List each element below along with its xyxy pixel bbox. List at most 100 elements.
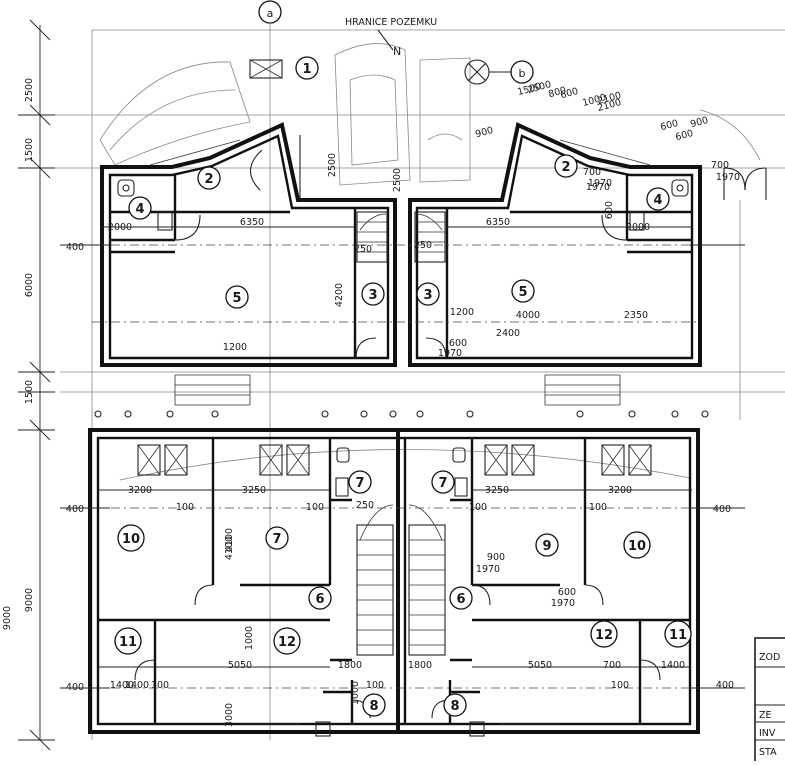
room-number-8: 3 [416, 282, 440, 306]
room-number-circle [114, 627, 142, 655]
dimension-label-middle-6: 250 [414, 240, 432, 251]
dimension-label-top-15: 1970 [586, 182, 610, 193]
dimension-label-left-3: 1500 [24, 380, 35, 404]
dimension-label-top-4: 800 [547, 85, 567, 100]
dimension-label-left-6: 3000 [224, 703, 235, 727]
stair-upper-right [414, 211, 446, 263]
room-number-16: 6 [449, 586, 473, 610]
room-number-4: 4 [646, 187, 670, 211]
column-row [94, 410, 709, 418]
dimension-label-lower-16: 5050 [228, 660, 252, 671]
plot-boundary-label: HRANICE POZEMKU [345, 17, 437, 28]
room-number-circle [443, 693, 467, 717]
room-number-label: 7 [272, 532, 281, 547]
room-number-13: 9 [535, 533, 559, 557]
dimension-label-middle-7: 1200 [450, 307, 474, 318]
room-number-circle [554, 154, 578, 178]
dimension-label-lower-25: 400 [713, 504, 731, 515]
dimension-label-lower-22: 1400 [661, 660, 685, 671]
dimension-label-lower-10: 900 [487, 552, 505, 563]
grid-marker-b-label: b [519, 67, 526, 80]
room-number-circle [362, 693, 386, 717]
room-number-1: 2 [197, 166, 221, 190]
room-number-label: 6 [315, 592, 324, 607]
dimension-label-lower-13: 1970 [551, 598, 575, 609]
room-number-7: 3 [361, 282, 385, 306]
grid-marker-b: b [464, 59, 534, 85]
room-number-5: 5 [225, 285, 249, 309]
room-number-circle [295, 56, 319, 80]
room-number-20: 11 [664, 620, 692, 648]
room-number-label: 2 [204, 172, 213, 187]
north-mark: N [393, 45, 401, 58]
dimension-label-lower-4: 100 [176, 502, 194, 513]
room-number-6: 5 [511, 279, 535, 303]
room-number-circle [117, 524, 145, 552]
room-number-17: 11 [114, 627, 142, 655]
room-number-label: 11 [119, 635, 137, 650]
dimension-label-left-10: 400 [66, 242, 84, 253]
dimension-label-lower-27: 1000 [350, 681, 361, 705]
dimension-label-top-0: 2500 [327, 153, 338, 177]
dimension-label-middle-5: 250 [354, 244, 372, 255]
dimension-label-middle-4: 4200 [334, 283, 345, 307]
dimension-label-lower-15: 100 [151, 680, 169, 691]
room-number-label: 3 [423, 288, 432, 303]
dimension-label-left-4: 9000 [2, 606, 13, 630]
dimension-label-top-13: 600 [674, 128, 694, 143]
room-number-circle [664, 620, 692, 648]
room-number-15: 6 [308, 586, 332, 610]
dimension-label-lower-18: 1800 [338, 660, 362, 671]
dimension-label-middle-2: 2000 [108, 222, 132, 233]
room-number-circle [535, 533, 559, 557]
room-number-label: 5 [518, 285, 527, 300]
dimension-label-lower-7: 100 [589, 502, 607, 513]
upper-floor [88, 59, 700, 737]
room-number-label: 10 [122, 532, 140, 547]
room-number-circle [128, 196, 152, 220]
dimension-label-lower-1: 3250 [242, 485, 266, 496]
dimension-label-lower-19: 1800 [408, 660, 432, 671]
room-number-label: 9 [542, 539, 551, 554]
room-number-label: 3 [368, 288, 377, 303]
room-number-circle [273, 627, 301, 655]
room-number-label: 10 [628, 539, 646, 554]
dimension-label-middle-3: 2000 [626, 222, 650, 233]
room-number-label: 11 [669, 628, 687, 643]
dimension-label-left-9: 1400 [125, 680, 149, 691]
dimension-label-top-14: 1970 [716, 172, 740, 183]
stair-lower-left [356, 504, 394, 656]
site-sketch [20, 29, 785, 740]
room-number-14: 10 [623, 531, 651, 559]
room-number-10: 7 [265, 526, 289, 550]
room-number-label: 8 [369, 699, 378, 714]
grid-marker-a: a [258, 0, 282, 740]
room-number-label: 4 [135, 202, 144, 217]
dimension-label-top-7: 2500 [392, 168, 403, 192]
dimension-label-middle-12: 1970 [438, 348, 462, 359]
dimension-lines [18, 19, 745, 751]
dimension-label-lower-14: 1400 [110, 680, 134, 691]
title-block-row1: ZOD [759, 652, 780, 663]
room-number-circle [511, 279, 535, 303]
room-number-3: 4 [128, 196, 152, 220]
room-number-circle [431, 470, 455, 494]
dimension-label-left-11: 400 [66, 504, 84, 515]
dimension-label-lower-2: 3250 [485, 485, 509, 496]
room-number-19: 12 [590, 620, 618, 648]
dimension-label-left-12: 400 [66, 682, 84, 693]
dimension-label-lower-3: 3200 [608, 485, 632, 496]
dimension-label-middle-13: 700 [583, 167, 601, 178]
dimension-label-left-2: 6000 [24, 273, 35, 297]
dimension-label-lower-21: 700 [603, 660, 621, 671]
room-number-circle [623, 531, 651, 559]
room-number-circle [361, 282, 385, 306]
room-number-circle [348, 470, 372, 494]
terrace-steps-right [544, 374, 621, 406]
dimension-label-lower-0: 3200 [128, 485, 152, 496]
title-block-row2: ZE [759, 710, 772, 721]
dimension-label-lower-6: 100 [469, 502, 487, 513]
dimension-label-top-5: 600 [559, 86, 579, 101]
